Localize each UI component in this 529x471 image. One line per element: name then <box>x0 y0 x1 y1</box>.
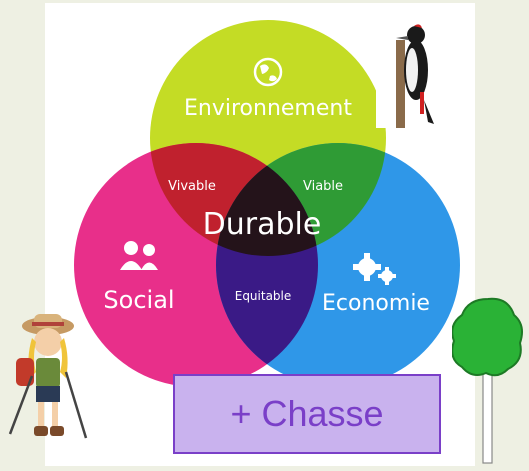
hiker-icon <box>8 314 88 439</box>
economy-label: Economie <box>322 291 430 316</box>
durable-label: Durable <box>203 207 322 242</box>
equitable-label: Equitable <box>235 289 292 303</box>
globe-icon <box>253 57 283 87</box>
tree-icon <box>452 297 523 464</box>
woodpecker-icon <box>396 24 434 128</box>
environment-label: Environnement <box>184 96 352 121</box>
chasse-label: + Chasse <box>230 393 384 434</box>
woodpecker-image <box>376 10 444 128</box>
people-icon <box>120 241 158 270</box>
viable-label: Viable <box>303 179 343 194</box>
chasse-label-box: + Chasse <box>173 374 441 454</box>
vivable-label: Vivable <box>168 179 216 194</box>
gears-icon <box>353 253 396 285</box>
social-label: Social <box>103 286 174 314</box>
durable-region <box>216 143 318 256</box>
